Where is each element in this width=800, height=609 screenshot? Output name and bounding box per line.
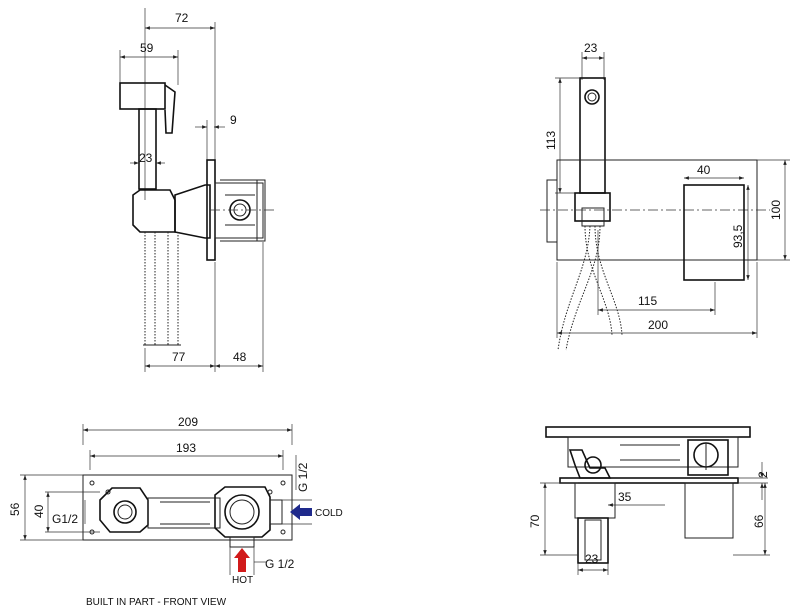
section-dim-35: 35: [618, 490, 632, 504]
front-view: 23 113 40 93,5 100 115: [540, 41, 790, 351]
hot-inlet: [229, 536, 255, 548]
front-cartridge: [683, 184, 745, 281]
front-hose-b: [557, 225, 601, 351]
side-view: 72 59 23 9: [119, 8, 275, 372]
section-view: 2 35 70 66 23: [528, 426, 770, 575]
section-valve-body: [567, 436, 739, 468]
front-dim-100: 100: [769, 200, 783, 220]
built-g-left: G1/2: [52, 512, 78, 526]
cold-arrow-icon: [290, 504, 312, 520]
front-hose-a: [584, 225, 623, 336]
front-dim-40: 40: [697, 163, 711, 177]
section-dim-23: 23: [585, 552, 599, 566]
elbow-body: [174, 184, 211, 239]
front-dim-200: 200: [648, 318, 668, 332]
cold-inlet: [269, 499, 283, 525]
built-plate: [82, 474, 293, 541]
section-lower-stem: [577, 517, 609, 564]
front-dim-115: 115: [638, 294, 657, 308]
built-cold-label: COLD: [315, 508, 343, 519]
built-g-top: G 1/2: [296, 462, 310, 492]
built-dim-209: 209: [178, 415, 198, 429]
side-dim-77: 77: [172, 350, 186, 364]
section-mount-plate: [559, 477, 739, 484]
built-in-box: [214, 182, 264, 239]
built-left-valve: [99, 487, 149, 533]
built-dim-40: 40: [32, 504, 46, 518]
front-holder: [574, 192, 611, 222]
front-dim-113: 113: [544, 131, 558, 150]
side-dim-48: 48: [233, 350, 247, 364]
built-dim-56: 56: [8, 502, 22, 516]
section-dim-70: 70: [528, 514, 542, 528]
section-dim-2: 2: [756, 471, 770, 478]
built-right-valve: [214, 486, 271, 538]
section-left-housing: [568, 449, 612, 479]
sprayer-stem: [138, 108, 157, 190]
front-dim-93-5: 93,5: [731, 224, 745, 248]
sprayer-lever: [164, 84, 176, 134]
side-dim-9: 9: [230, 113, 237, 127]
section-top-plate: [545, 426, 751, 438]
hot-arrow-icon: [234, 548, 250, 572]
hose-left: [144, 232, 156, 345]
hose-right: [167, 232, 179, 345]
built-right-port: [224, 494, 260, 530]
side-dim-72: 72: [175, 11, 189, 25]
side-dim-23: 23: [139, 151, 153, 165]
built-hot-label: HOT: [232, 575, 253, 586]
side-dim-59: 59: [140, 41, 154, 55]
built-caption: BUILT IN PART - FRONT VIEW: [86, 597, 227, 608]
sprayer-head: [119, 82, 166, 110]
section-right-housing: [687, 439, 729, 476]
built-center-body: [147, 497, 221, 529]
built-in-view: 209 193 56: [8, 415, 343, 608]
front-dim-23: 23: [584, 41, 598, 55]
sprayer-holder: [132, 189, 176, 233]
built-g-bottom: G 1/2: [265, 557, 295, 571]
front-sprayer: [579, 77, 606, 194]
built-left-port: [113, 500, 137, 524]
built-dim-193: 193: [176, 441, 196, 455]
section-dim-66: 66: [752, 514, 766, 528]
